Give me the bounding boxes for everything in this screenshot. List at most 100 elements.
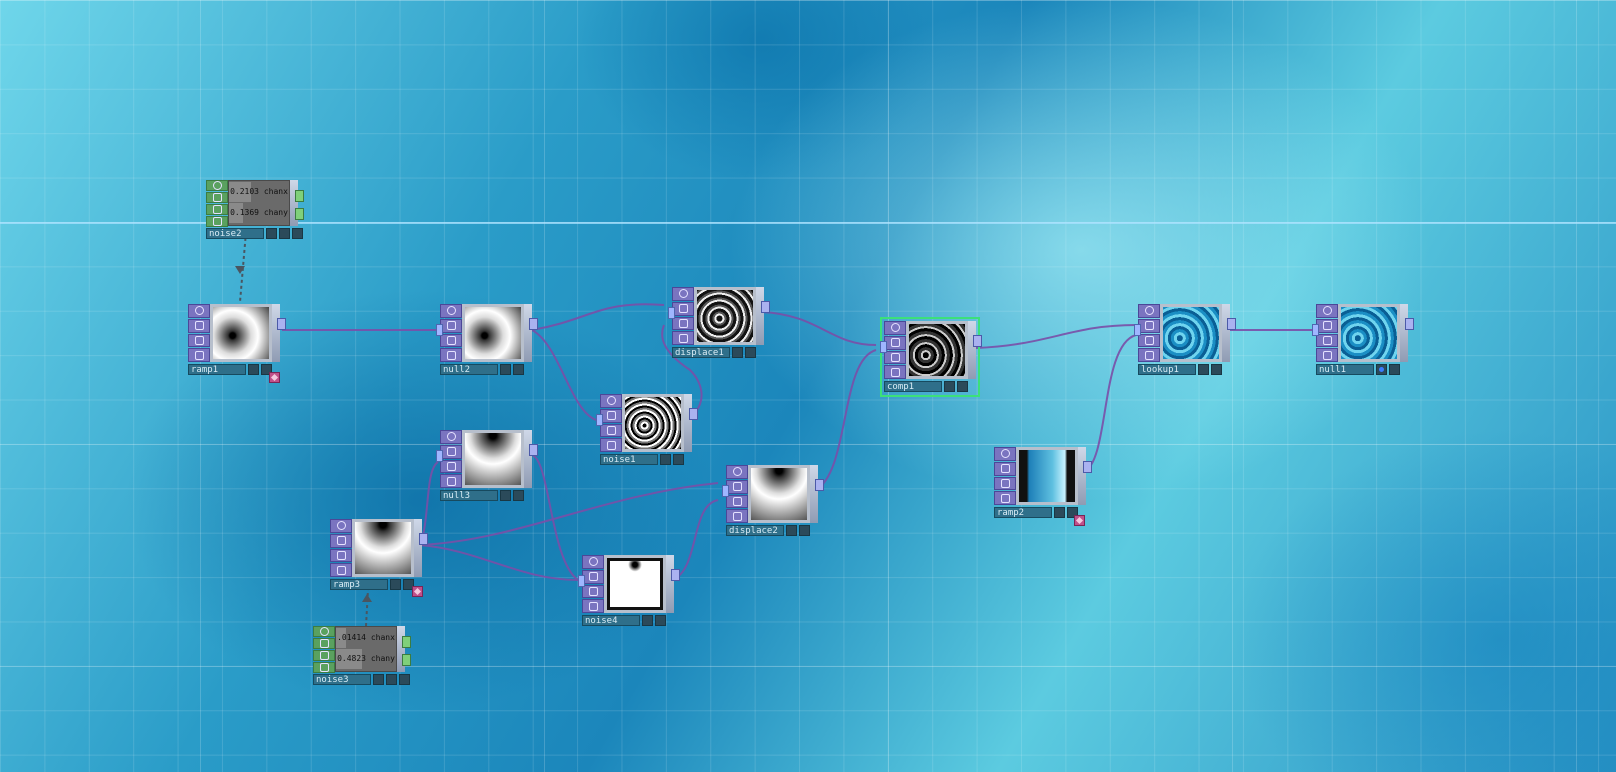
node-name[interactable]: noise2 [206,228,264,239]
clone-button[interactable] [390,579,401,590]
bypass-icon[interactable] [994,476,1016,491]
bypass-icon[interactable] [206,204,228,215]
cook-icon[interactable] [206,192,228,203]
display-button[interactable] [673,454,684,465]
output-connector[interactable] [529,444,538,456]
output-connector[interactable] [529,318,538,330]
clone-button[interactable] [660,454,671,465]
cook-icon[interactable] [188,318,210,333]
clone-button[interactable] [1198,364,1209,375]
node-comp1[interactable]: comp1 [880,317,982,397]
node-noise2[interactable]: 0.2103 chanx 0.1369 chany noise2 [206,180,304,252]
display-button[interactable] [957,381,968,392]
cook-icon[interactable] [672,301,694,316]
cook-icon[interactable] [313,638,335,649]
node-name[interactable]: ramp3 [330,579,388,590]
render-button[interactable] [1389,364,1400,375]
node-name[interactable]: displace2 [726,525,784,536]
cook-icon[interactable] [884,335,906,350]
display-button[interactable] [386,674,397,685]
viewer-active-icon[interactable] [412,586,423,597]
render-button[interactable] [399,674,410,685]
bypass-icon[interactable] [188,333,210,348]
viewer-icon[interactable] [600,394,622,408]
lock-icon[interactable] [994,491,1016,505]
bypass-icon[interactable] [726,494,748,509]
clone-button[interactable] [500,364,511,375]
clone-button[interactable] [266,228,277,239]
input-connector[interactable] [436,324,443,336]
display-button[interactable] [261,364,272,375]
lock-icon[interactable] [206,216,228,227]
display-button[interactable] [799,525,810,536]
output-connector[interactable] [973,335,982,347]
clone-button[interactable] [373,674,384,685]
bypass-icon[interactable] [313,650,335,661]
lock-icon[interactable] [672,331,694,345]
viewer-icon[interactable] [672,287,694,301]
node-displace1[interactable]: displace1 [668,287,770,359]
node-noise3[interactable]: .01414 chanx 0.4823 chany noise3 [313,626,411,698]
cook-icon[interactable] [600,408,622,423]
node-name[interactable]: ramp2 [994,507,1052,518]
node-ramp2[interactable]: ramp2 [994,447,1092,519]
lock-icon[interactable] [726,509,748,523]
output-connector[interactable] [295,208,304,220]
render-button[interactable] [292,228,303,239]
input-connector[interactable] [436,450,443,462]
cook-icon[interactable] [726,479,748,494]
output-connector[interactable] [277,318,286,330]
viewer-icon[interactable] [726,465,748,479]
node-noise1[interactable]: noise1 [596,394,698,466]
output-connector[interactable] [671,569,680,581]
node-name[interactable]: comp1 [884,381,942,392]
input-connector[interactable] [596,414,603,426]
display-button[interactable] [1067,507,1078,518]
node-name[interactable]: noise3 [313,674,371,685]
node-null1[interactable]: null1 [1312,304,1414,376]
lock-icon[interactable] [1138,348,1160,362]
input-connector[interactable] [880,341,887,353]
viewer-icon[interactable] [330,519,352,533]
bypass-icon[interactable] [1138,333,1160,348]
viewer-icon[interactable] [440,304,462,318]
output-connector[interactable] [689,408,698,420]
output-connector[interactable] [295,190,304,202]
lock-icon[interactable] [600,438,622,452]
display-button[interactable] [745,347,756,358]
bypass-icon[interactable] [440,333,462,348]
display-button[interactable] [655,615,666,626]
lock-icon[interactable] [188,348,210,362]
bypass-icon[interactable] [330,548,352,563]
output-connector[interactable] [402,636,411,648]
viewer-icon[interactable] [206,180,228,191]
output-connector[interactable] [815,479,824,491]
viewer-active-icon[interactable] [1074,515,1085,526]
node-name[interactable]: ramp1 [188,364,246,375]
node-name[interactable]: noise4 [582,615,640,626]
viewer-icon[interactable] [188,304,210,318]
bypass-icon[interactable] [582,584,604,599]
node-ramp1[interactable]: ramp1 [188,304,286,376]
output-connector[interactable] [1405,318,1414,330]
input-connector[interactable] [1312,324,1319,336]
cook-icon[interactable] [994,461,1016,476]
clone-button[interactable] [248,364,259,375]
lock-icon[interactable] [313,662,335,673]
lock-icon[interactable] [1316,348,1338,362]
viewer-icon[interactable] [313,626,335,637]
display-flag-icon[interactable] [1376,364,1387,375]
input-connector[interactable] [722,485,729,497]
cook-icon[interactable] [330,533,352,548]
input-connector[interactable] [668,307,675,319]
viewer-icon[interactable] [1138,304,1160,318]
cook-icon[interactable] [582,569,604,584]
output-connector[interactable] [1227,318,1236,330]
cook-icon[interactable] [440,444,462,459]
bypass-icon[interactable] [884,350,906,365]
display-button[interactable] [513,364,524,375]
lock-icon[interactable] [884,365,906,379]
bypass-icon[interactable] [672,316,694,331]
viewer-icon[interactable] [440,430,462,444]
viewer-icon[interactable] [1316,304,1338,318]
